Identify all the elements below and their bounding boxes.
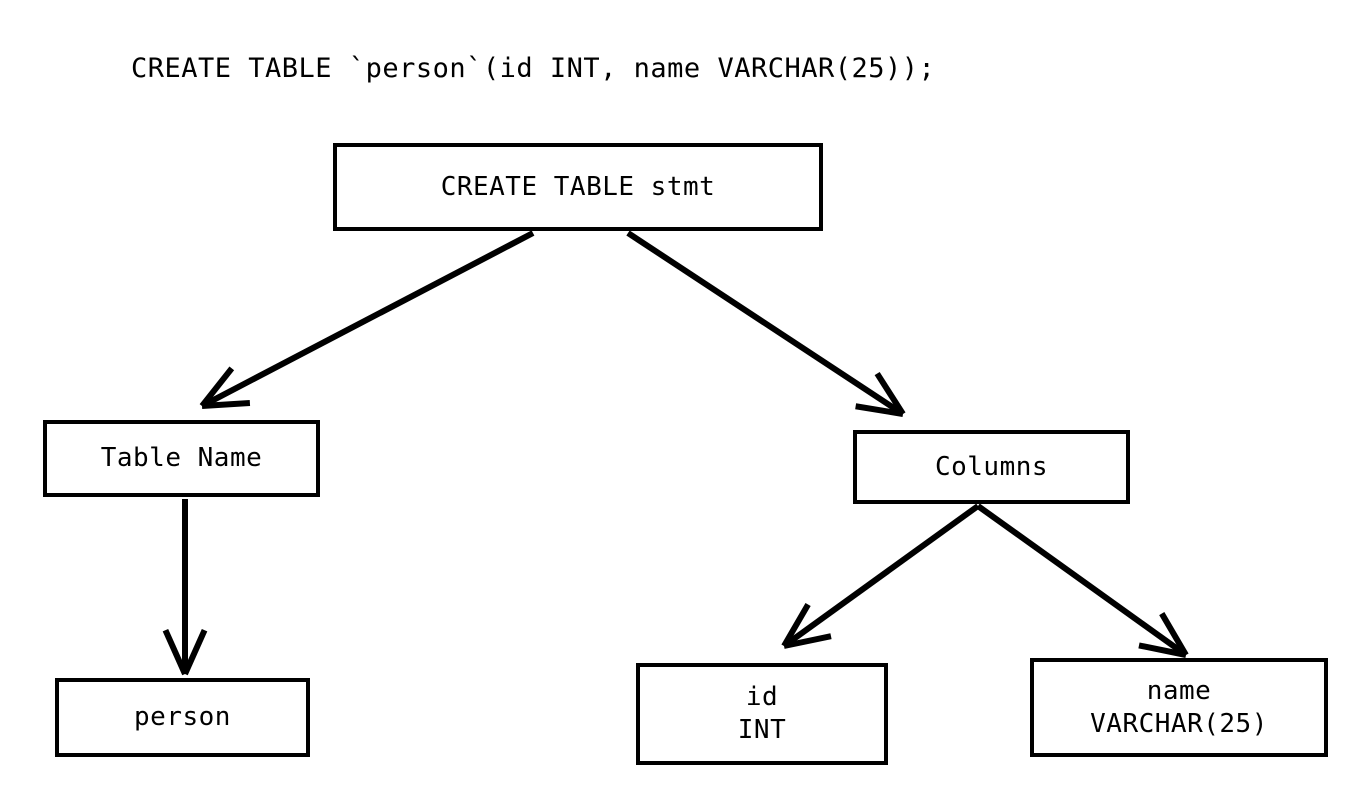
arrowhead-barb-1: [182, 628, 208, 676]
arrowhead-barb-0: [781, 602, 811, 648]
edge-root-to-columns: [626, 230, 906, 417]
edge-shaft: [202, 230, 535, 408]
arrowhead-barb-0: [199, 366, 235, 408]
node-root-label: CREATE TABLE stmt: [440, 171, 716, 202]
node-column-id-name: id: [745, 682, 779, 712]
arrowhead-barb-1: [783, 633, 832, 649]
edge-columns-to-name: [976, 503, 1189, 658]
arrowhead-barb-1: [1159, 612, 1189, 657]
arrowhead-barb-0: [855, 403, 904, 417]
node-columns-label: Columns: [934, 451, 1049, 482]
node-create-table-stmt[interactable]: CREATE TABLE stmt: [333, 143, 823, 231]
edge-columns-to-id: [781, 503, 980, 649]
node-column-name[interactable]: name VARCHAR(25): [1030, 658, 1328, 757]
sql-statement-caption: CREATE TABLE `person`(id INT, name VARCH…: [131, 53, 936, 84]
arrowhead-barb-1: [874, 371, 906, 416]
arrowhead-barb-0: [1138, 642, 1187, 658]
edge-shaft: [783, 503, 980, 648]
edge-root-to-table-name: [199, 230, 535, 409]
node-column-id[interactable]: id INT: [636, 663, 888, 765]
node-column-id-type: INT: [737, 715, 787, 745]
arrowhead-barb-0: [162, 628, 188, 676]
arrowhead-barb-1: [201, 400, 251, 409]
node-person-label: person: [134, 702, 231, 732]
edge-shaft: [626, 230, 903, 416]
edge-table-name-to-person: [162, 499, 208, 676]
node-columns[interactable]: Columns: [853, 430, 1130, 504]
node-person[interactable]: person: [55, 678, 310, 757]
node-column-name-type: VARCHAR(25): [1090, 708, 1268, 739]
node-column-name-name: name: [1146, 675, 1212, 706]
node-table-name[interactable]: Table Name: [43, 420, 320, 497]
edge-shaft: [976, 503, 1187, 657]
node-table-name-label: Table Name: [100, 443, 263, 473]
